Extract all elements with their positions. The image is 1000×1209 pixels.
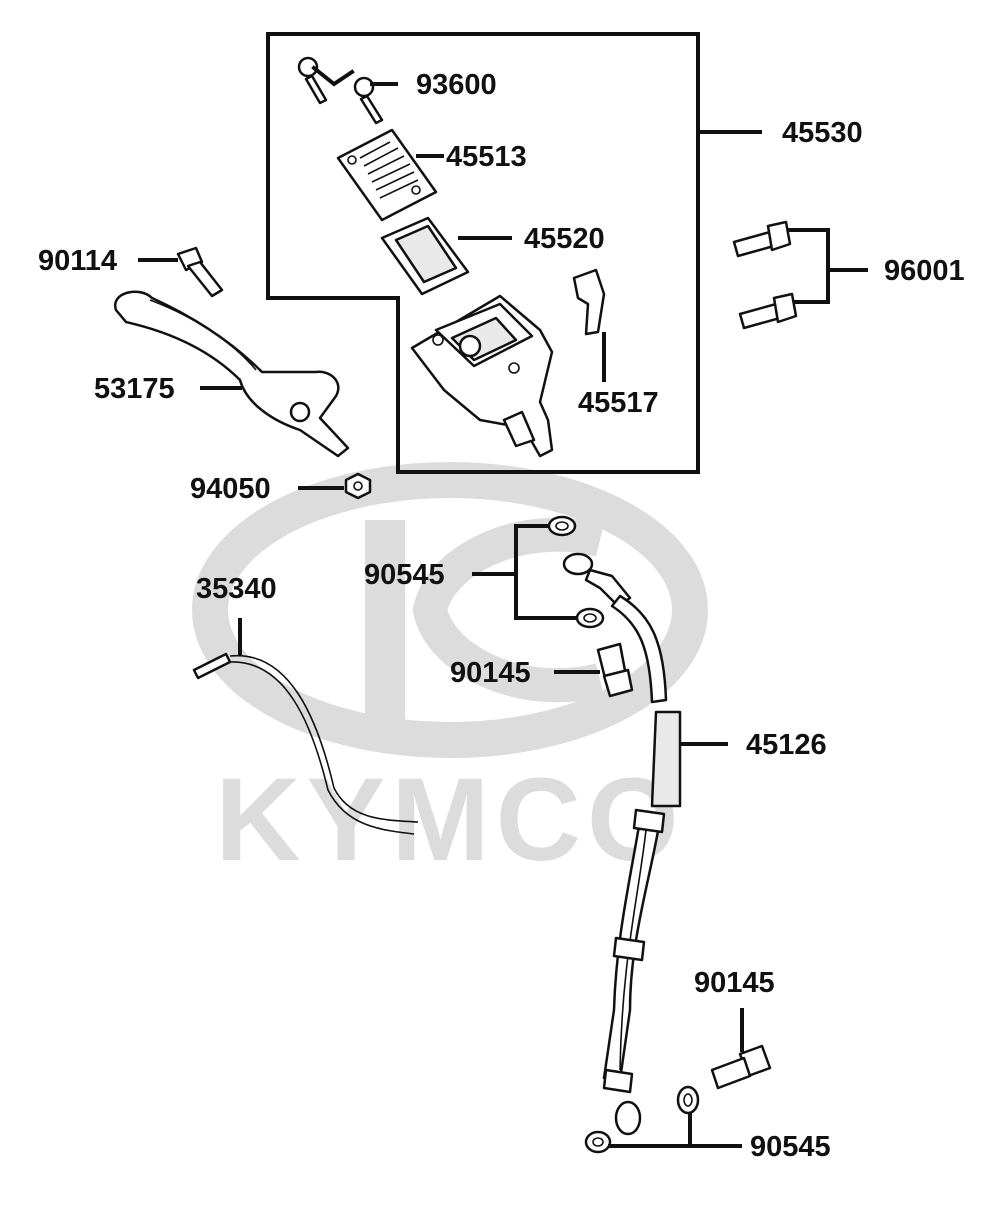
master-cylinder-body-drawing — [410, 294, 554, 458]
part-label-45517: 45517 — [578, 387, 659, 419]
part-label-93600: 93600 — [416, 69, 497, 101]
part-label-96001: 96001 — [884, 255, 965, 287]
watermark-logo — [192, 462, 708, 758]
stop-switch-35340-drawing — [192, 652, 419, 835]
leader-lines — [138, 65, 868, 1148]
part-label-90145-upper: 90145 — [450, 657, 531, 689]
part-label-45126: 45126 — [746, 729, 827, 761]
holder-45517-drawing — [572, 268, 606, 336]
part-label-90145-lower: 90145 — [694, 967, 775, 999]
washers-90545-upper-drawing — [547, 515, 605, 629]
part-label-45520: 45520 — [524, 223, 605, 255]
bolt-90114-drawing — [176, 246, 224, 298]
bolt-90145-lower-drawing — [710, 1044, 772, 1090]
part-label-90545-lower: 90545 — [750, 1131, 831, 1163]
part-label-45513: 45513 — [446, 141, 527, 173]
brake-lever-53175-drawing — [114, 290, 350, 458]
screw-93600-drawing — [297, 56, 384, 125]
diaphragm-45520-drawing — [380, 216, 470, 296]
washers-90545-lower-drawing — [584, 1085, 700, 1154]
assembly-box-45530 — [266, 32, 700, 474]
part-label-90114: 90114 — [38, 245, 117, 277]
part-label-94050: 94050 — [190, 473, 271, 505]
part-label-35340: 35340 — [196, 573, 277, 605]
brake-hose-45126-drawing — [562, 552, 682, 1136]
bolts-96001-drawing — [732, 220, 798, 330]
part-label-45530: 45530 — [782, 117, 863, 149]
bolt-90145-upper-drawing — [596, 642, 634, 698]
nut-94050-drawing — [344, 472, 372, 500]
reservoir-cap-45513-drawing — [336, 128, 438, 222]
part-label-90545-upper: 90545 — [364, 559, 445, 591]
watermark-brand: KYMCO — [215, 754, 684, 886]
part-label-53175: 53175 — [94, 373, 175, 405]
